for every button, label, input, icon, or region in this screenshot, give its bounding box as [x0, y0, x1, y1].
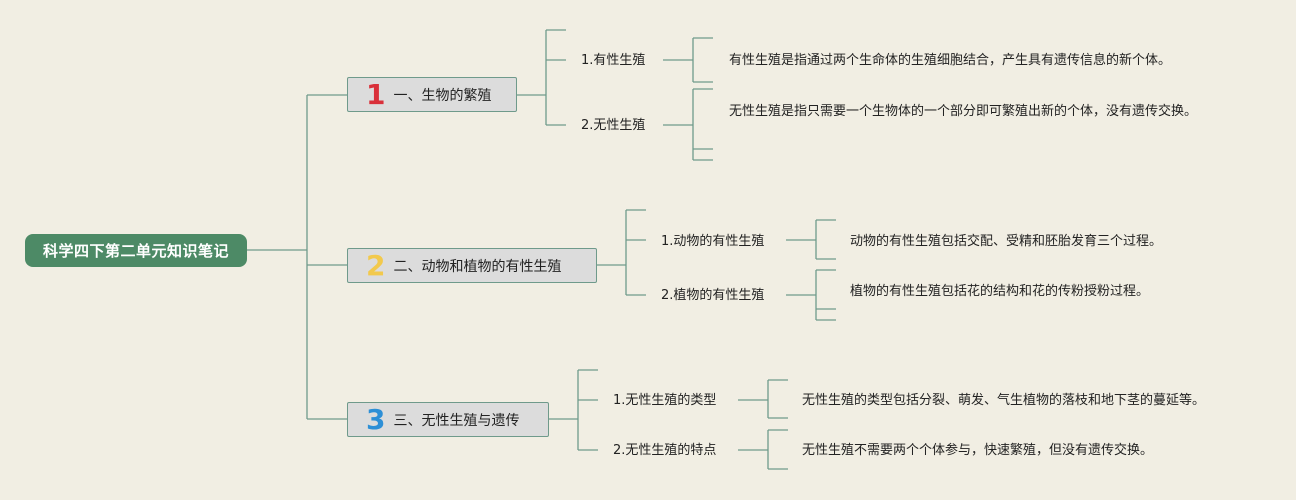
topic-title-2: 二、动物和植物的有性生殖: [393, 258, 562, 275]
leaf-2-1: 动物的有性生殖包括交配、受精和胚胎发育三个过程。: [850, 234, 1163, 249]
topic-number-3: 3: [366, 402, 386, 436]
topic-title-3: 三、无性生殖与遗传: [393, 412, 520, 429]
leaf-3-1: 无性生殖的类型包括分裂、萌发、气生植物的落枝和地下茎的蔓延等。: [802, 393, 1206, 408]
topic-number-1: 1: [366, 77, 386, 111]
leaf-2-2: 植物的有性生殖包括花的结构和花的传粉授粉过程。: [850, 284, 1150, 299]
topic-node-3[interactable]: 3 三、无性生殖与遗传: [347, 402, 549, 437]
root-title: 科学四下第二单元知识笔记: [42, 242, 229, 260]
topic-node-2[interactable]: 2 二、动物和植物的有性生殖: [347, 248, 597, 283]
leaf-3-2: 无性生殖不需要两个个体参与，快速繁殖，但没有遗传交换。: [802, 443, 1154, 458]
leaf-1-1: 有性生殖是指通过两个生命体的生殖细胞结合，产生具有遗传信息的新个体。: [729, 53, 1172, 68]
subtopic-3-1[interactable]: 1.无性生殖的类型: [613, 393, 717, 408]
topic-title-1: 一、生物的繁殖: [393, 87, 492, 104]
subtopic-2-2[interactable]: 2.植物的有性生殖: [661, 288, 765, 303]
subtopic-3-2[interactable]: 2.无性生殖的特点: [613, 443, 717, 458]
leaf-1-2: 无性生殖是指只需要一个生物体的一个部分即可繁殖出新的个体，没有遗传交换。: [729, 104, 1198, 119]
subtopic-2-1[interactable]: 1.动物的有性生殖: [661, 234, 765, 249]
root-node[interactable]: 科学四下第二单元知识笔记: [25, 234, 247, 267]
topic-number-2: 2: [366, 248, 386, 282]
subtopic-1-1[interactable]: 1.有性生殖: [581, 53, 646, 68]
subtopic-1-2[interactable]: 2.无性生殖: [581, 118, 646, 133]
topic-node-1[interactable]: 1 一、生物的繁殖: [347, 77, 517, 112]
